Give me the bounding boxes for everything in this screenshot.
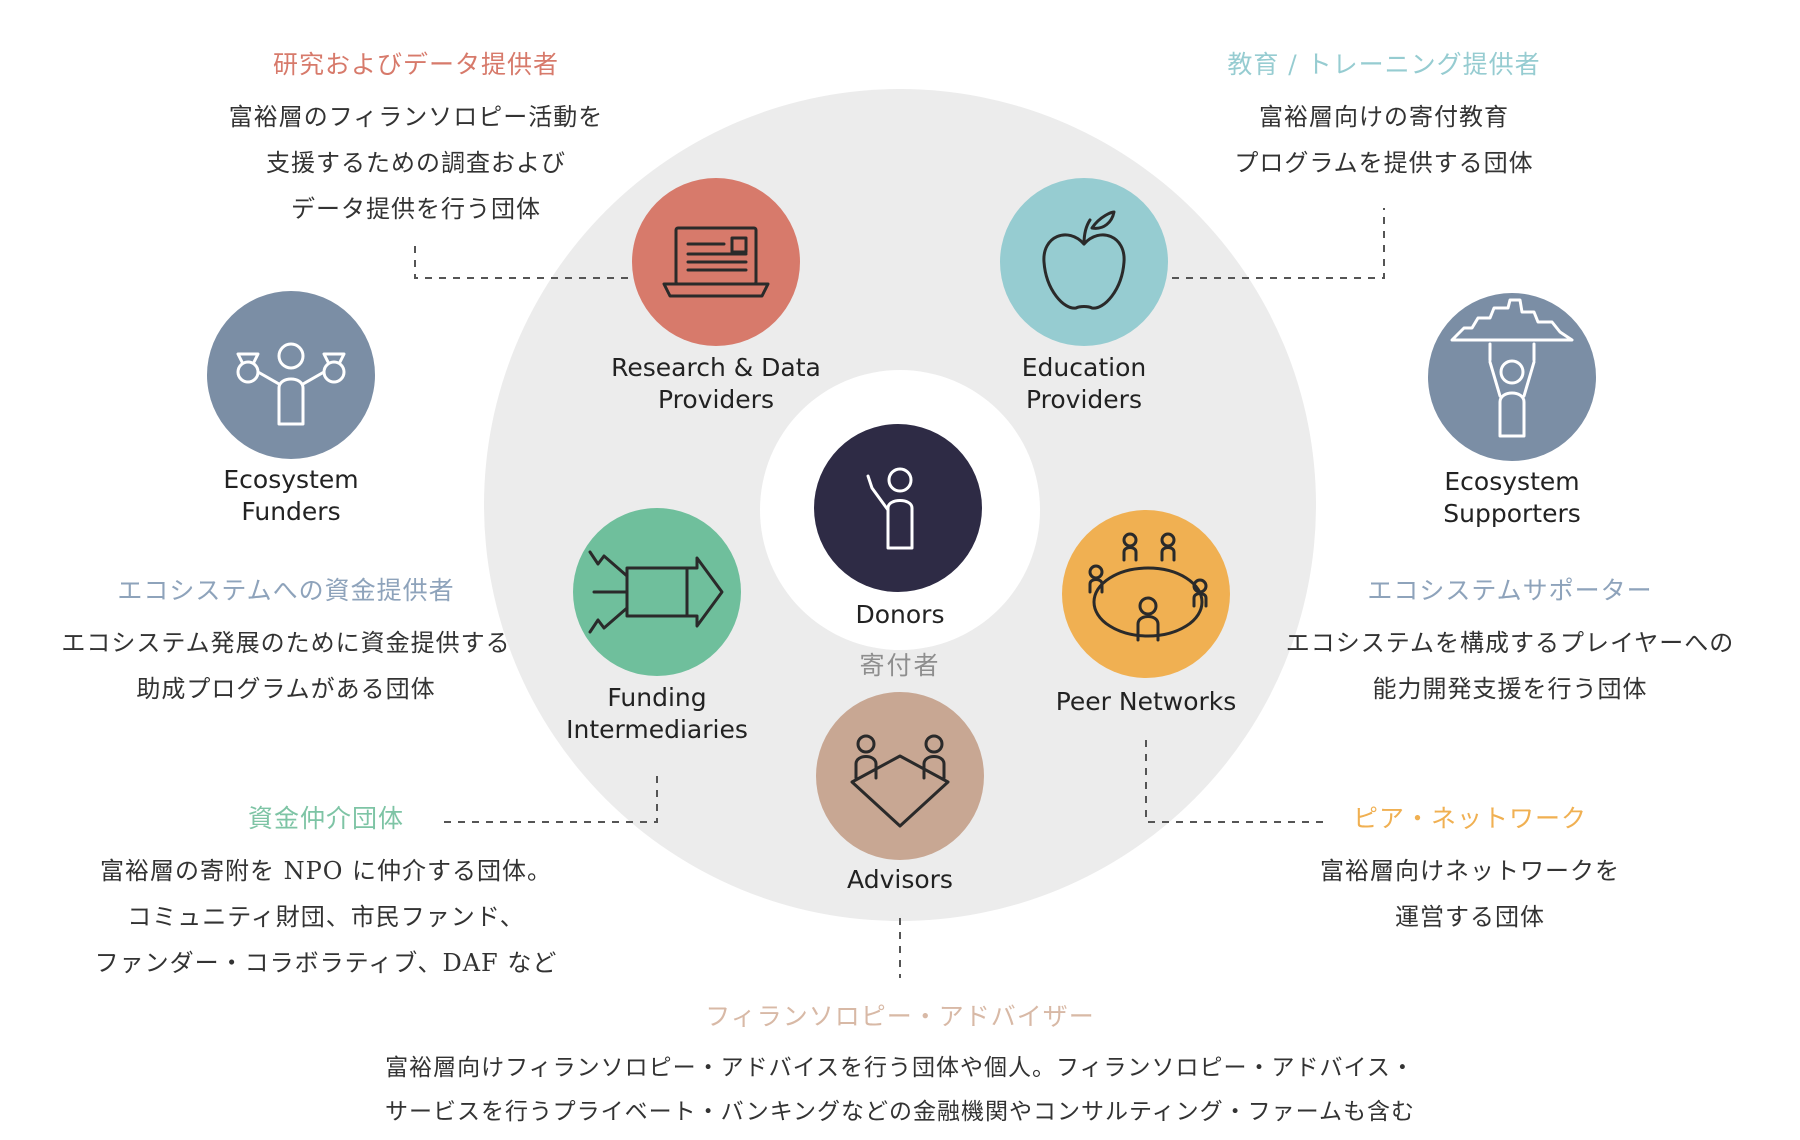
funding-desc-line-2: コミュニティ財団、市民ファンド、 — [127, 903, 525, 931]
funding-node-label: Funding Intermediaries — [566, 682, 748, 746]
education-circle — [1000, 178, 1168, 346]
funders-desc-line-1: エコシステム発展のために資金提供する — [61, 629, 511, 657]
supporters-label-line-2: Supporters — [1443, 499, 1581, 528]
advisors-label: Advisors — [847, 865, 953, 894]
research-label-line-1: Research & Data — [611, 353, 821, 382]
supporters-circle — [1428, 293, 1596, 461]
funders-label-line-1: Ecosystem — [223, 465, 359, 494]
connector-research — [414, 246, 628, 279]
supporters-description: エコシステムサポーター エコシステムを構成するプレイヤーへの 能力開発支援を行う… — [1286, 574, 1735, 712]
education-node-label: Education Providers — [1022, 352, 1146, 416]
peer-circle — [1062, 510, 1230, 678]
research-desc-text: 富裕層のフィランソロピー活動を 支援するための調査および データ提供を行う団体 — [229, 94, 604, 232]
education-description: 教育 / トレーニング提供者 富裕層向けの寄付教育 プログラムを提供する団体 — [1227, 48, 1540, 186]
advisors-node — [816, 692, 984, 860]
advisors-desc-line-1: 富裕層向けフィランソロピー・アドバイスを行う団体や個人。フィランソロピー・アドバ… — [385, 1055, 1415, 1081]
funders-description: エコシステムへの資金提供者 エコシステム発展のために資金提供する 助成プログラム… — [61, 574, 510, 712]
advisors-desc-line-2: サービスを行うプライベート・バンキングなどの金融機関やコンサルティング・ファーム… — [385, 1099, 1415, 1125]
funding-circle — [573, 508, 741, 676]
person-holding-city-icon — [1450, 298, 1574, 438]
research-node — [632, 178, 800, 346]
funding-desc-line-1: 富裕層の寄附を NPO に仲介する団体。 — [99, 857, 553, 885]
funding-node — [573, 508, 741, 676]
arrows-into-box-icon — [588, 550, 724, 634]
raised-hand-person-icon — [866, 467, 914, 550]
funding-heading: 資金仲介団体 — [247, 804, 405, 833]
research-desc-line-2: 支援するための調査および — [266, 149, 566, 177]
funders-node-label: Ecosystem Funders — [223, 464, 358, 528]
funders-heading: エコシステムへの資金提供者 — [117, 576, 455, 605]
peer-desc-text: 富裕層向けネットワークを 運営する団体 — [1320, 848, 1620, 940]
funders-node — [207, 291, 375, 459]
education-desc-line-2: プログラムを提供する団体 — [1234, 149, 1534, 177]
research-description: 研究およびデータ提供者 富裕層のフィランソロピー活動を 支援するための調査および… — [229, 48, 604, 232]
donors-label: Donors — [855, 600, 945, 629]
peer-heading: ピア・ネットワーク — [1352, 804, 1587, 833]
funding-desc-line-3: ファンダー・コラボラティブ、DAF など — [94, 949, 558, 977]
education-label-line-1: Education — [1021, 353, 1147, 382]
supporters-heading: エコシステムサポーター — [1367, 576, 1653, 605]
person-money-bags-icon — [236, 342, 346, 426]
advisors-node-label: Advisors — [847, 864, 953, 896]
supporters-desc-line-1: エコシステムを構成するプレイヤーへの — [1285, 629, 1735, 657]
peer-desc-line-1: 富裕層向けネットワークを — [1320, 857, 1620, 885]
peer-node-label: Peer Networks — [1056, 686, 1237, 718]
donors-label-ja: 寄付者 — [859, 651, 941, 680]
funders-label-line-2: Funders — [241, 497, 341, 526]
funding-description: 資金仲介団体 富裕層の寄附を NPO に仲介する団体。 コミュニティ財団、市民フ… — [95, 802, 558, 986]
peer-desc-line-2: 運営する団体 — [1395, 903, 1545, 931]
people-table-icon — [850, 734, 950, 828]
connector-funding — [444, 776, 658, 823]
research-desc-line-1: 富裕層のフィランソロピー活動を — [228, 103, 604, 131]
funders-circle — [207, 291, 375, 459]
donors-node-label: Donors — [856, 599, 945, 631]
peer-label: Peer Networks — [1055, 687, 1237, 716]
supporters-node — [1428, 293, 1596, 461]
peer-description: ピア・ネットワーク 富裕層向けネットワークを 運営する団体 — [1320, 802, 1620, 940]
research-label-line-2: Providers — [658, 385, 774, 414]
laptop-icon — [662, 226, 770, 298]
funding-label-line-2: Intermediaries — [566, 715, 748, 744]
supporters-label-line-1: Ecosystem — [1444, 467, 1580, 496]
funders-desc-text: エコシステム発展のために資金提供する 助成プログラムがある団体 — [61, 620, 510, 712]
education-heading: 教育 / トレーニング提供者 — [1227, 50, 1541, 79]
advisors-circle — [816, 692, 984, 860]
research-heading: 研究およびデータ提供者 — [272, 50, 559, 79]
peer-node — [1062, 510, 1230, 678]
donors-node — [814, 424, 982, 592]
supporters-node-label: Ecosystem Supporters — [1443, 466, 1581, 530]
advisors-heading: フィランソロピー・アドバイザー — [705, 1002, 1095, 1031]
education-label-line-2: Providers — [1026, 385, 1142, 414]
funding-label-line-1: Funding — [607, 683, 707, 712]
apple-icon — [1042, 210, 1126, 310]
funders-desc-line-2: 助成プログラムがある団体 — [136, 675, 436, 703]
funding-desc-text: 富裕層の寄附を NPO に仲介する団体。 コミュニティ財団、市民ファンド、 ファ… — [95, 848, 558, 986]
research-desc-line-3: データ提供を行う団体 — [291, 195, 541, 223]
education-desc-line-1: 富裕層向けの寄付教育 — [1258, 103, 1509, 131]
advisors-desc-text: 富裕層向けフィランソロピー・アドバイスを行う団体や個人。フィランソロピー・アドバ… — [385, 1046, 1415, 1134]
people-circle-icon — [1088, 532, 1208, 642]
donors-circle — [814, 424, 982, 592]
connector-education — [1172, 208, 1385, 279]
education-desc-text: 富裕層向けの寄付教育 プログラムを提供する団体 — [1227, 94, 1540, 186]
advisors-description: フィランソロピー・アドバイザー 富裕層向けフィランソロピー・アドバイスを行う団体… — [385, 1000, 1415, 1134]
education-node — [1000, 178, 1168, 346]
supporters-desc-text: エコシステムを構成するプレイヤーへの 能力開発支援を行う団体 — [1286, 620, 1735, 712]
research-node-label: Research & Data Providers — [611, 352, 821, 416]
supporters-desc-line-2: 能力開発支援を行う団体 — [1372, 675, 1648, 703]
